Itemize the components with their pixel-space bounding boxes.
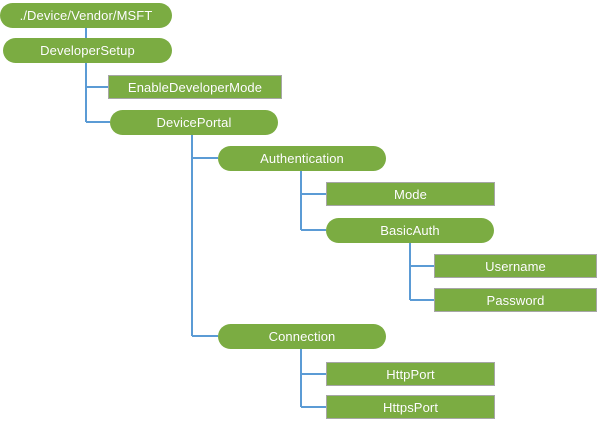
tree-node-label: Authentication bbox=[260, 151, 344, 166]
tree-connector bbox=[191, 135, 218, 337]
tree-node-username[interactable]: Username bbox=[434, 254, 597, 278]
tree-node-authentication[interactable]: Authentication bbox=[218, 146, 386, 171]
tree-node-label: BasicAuth bbox=[380, 223, 440, 238]
tree-connector bbox=[409, 243, 434, 267]
tree-connector bbox=[300, 171, 326, 231]
tree-node-developersetup[interactable]: DeveloperSetup bbox=[3, 38, 172, 63]
tree-node-root[interactable]: ./Device/Vendor/MSFT bbox=[0, 3, 172, 28]
tree-connector bbox=[300, 349, 326, 375]
tree-node-httpsport[interactable]: HttpsPort bbox=[326, 395, 495, 419]
tree-connector bbox=[191, 135, 218, 159]
tree-connector bbox=[300, 171, 326, 195]
tree-node-label: Connection bbox=[268, 329, 336, 344]
tree-node-mode[interactable]: Mode bbox=[326, 182, 495, 206]
tree-node-deviceportal[interactable]: DevicePortal bbox=[110, 110, 278, 135]
tree-node-label: Password bbox=[486, 292, 545, 308]
tree-node-label: HttpPort bbox=[386, 366, 435, 382]
tree-node-label: EnableDeveloperMode bbox=[127, 79, 263, 95]
tree-node-basicauth[interactable]: BasicAuth bbox=[326, 218, 494, 243]
tree-node-label: ./Device/Vendor/MSFT bbox=[19, 8, 153, 23]
tree-node-label: DeveloperSetup bbox=[40, 43, 135, 58]
tree-node-httpport[interactable]: HttpPort bbox=[326, 362, 495, 386]
tree-node-enabledevelopermode[interactable]: EnableDeveloperMode bbox=[108, 75, 282, 99]
tree-node-connection[interactable]: Connection bbox=[218, 324, 386, 349]
tree-connector bbox=[85, 63, 110, 123]
tree-node-label: HttpsPort bbox=[382, 399, 439, 415]
tree-node-label: DevicePortal bbox=[156, 115, 232, 130]
tree-connector bbox=[300, 349, 326, 408]
tree-node-password[interactable]: Password bbox=[434, 288, 597, 312]
tree-node-label: Username bbox=[485, 258, 546, 274]
tree-node-label: Mode bbox=[394, 186, 427, 202]
tree-connector bbox=[85, 63, 108, 88]
tree-connector bbox=[409, 243, 434, 301]
